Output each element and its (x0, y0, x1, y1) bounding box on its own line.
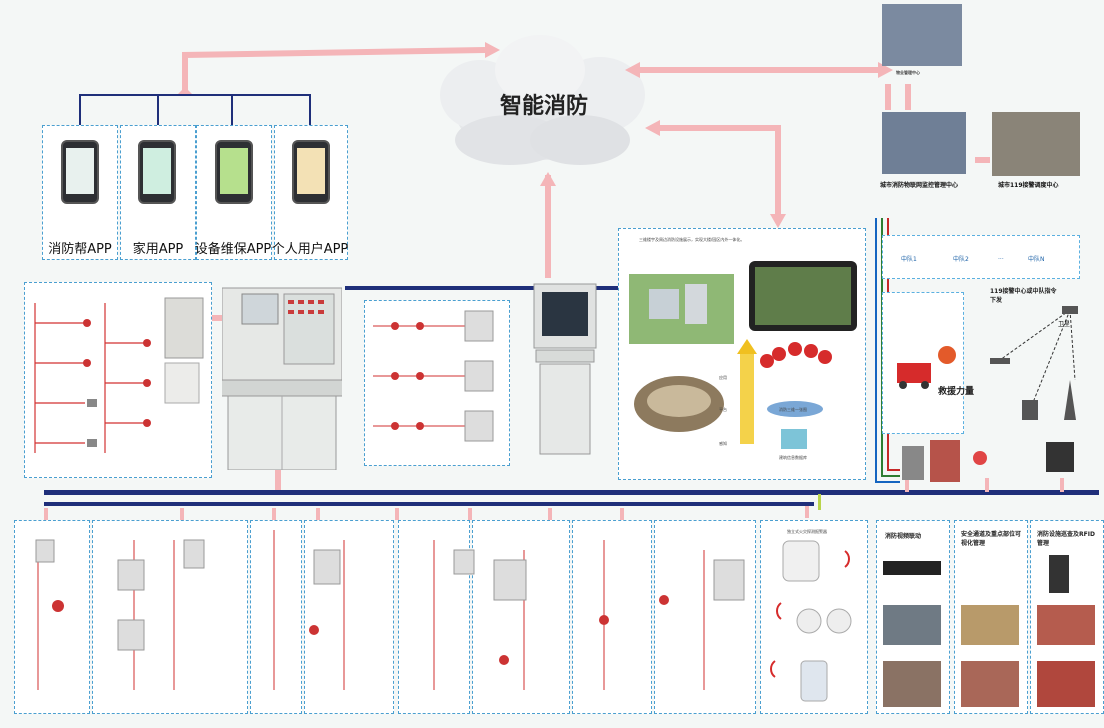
drone-network: 卫星 (990, 306, 1078, 420)
top-bus (345, 286, 865, 290)
bim-db: 建筑信息数据库 (779, 455, 807, 460)
app-label-1: 消防帮APP (48, 242, 112, 257)
squad-2: 中队2 (953, 256, 969, 263)
satellite-label: 卫星 (1058, 321, 1070, 328)
bim-level-platform: 平台 (719, 407, 727, 412)
monitor-terminal (532, 280, 598, 456)
subsystem-2 (92, 520, 248, 714)
phone-2 (138, 140, 176, 204)
phone-4 (292, 140, 330, 204)
power-box (1046, 442, 1074, 472)
rfid-box: 消防设施巡查及RFID管理 (1030, 520, 1104, 714)
video-box: 消防视频联动 (876, 520, 950, 714)
pink-arrows (182, 47, 990, 492)
squad-n: 中队N (1028, 256, 1045, 263)
squads-box: 中队1 中队2 ... 中队N (882, 235, 1080, 279)
rescue-box (882, 292, 964, 434)
app-bracket (79, 94, 311, 125)
alarm-system-box (24, 282, 212, 478)
linkage-box (364, 300, 510, 466)
video-label: 消防视频联动 (885, 533, 922, 540)
green-arrow (818, 494, 821, 510)
arrowheads (177, 42, 893, 228)
subsystem-7 (572, 520, 652, 714)
app-label-4: 个人用户APP (271, 242, 349, 257)
subsystem-6 (472, 520, 570, 714)
squad-1: 中队1 (901, 256, 917, 263)
city-dispatch-label: 城市119接警调度中心 (998, 182, 1059, 189)
iot-center-photo (882, 112, 966, 174)
wireless-box: 独立式火灾探测报警器 (760, 520, 868, 714)
dispatch-center-photo (992, 112, 1080, 176)
cloud (440, 35, 645, 165)
bim-box: 三维楼宇及周边消防设施展示，实现大楼/园区内外一体化。 应用 平台 感知 消防三… (618, 228, 866, 480)
sub-arrows (44, 478, 1064, 520)
iot-center-label: 城市消防物联网监控管理中心 (880, 182, 959, 189)
bim-desc: 三维楼宇及周边消防设施展示，实现大楼/园区内外一体化。 (639, 237, 745, 242)
control-cabinet (213, 286, 351, 471)
subsystem-8 (654, 520, 756, 714)
phone-1 (61, 140, 99, 204)
field-devices (902, 440, 987, 482)
bim-level-app: 应用 (719, 375, 727, 380)
rfid-label: 消防设施巡查及RFID管理 (1037, 531, 1095, 547)
app-label-3: 设备维保APP (194, 242, 272, 257)
subsystem-devices (35, 530, 745, 690)
property-center-photo (882, 4, 962, 66)
lower-bus (44, 502, 814, 506)
phone-3 (215, 140, 253, 204)
squad-dots: ... (998, 254, 1004, 261)
wireless-title: 独立式火灾探测报警器 (787, 529, 827, 534)
rescue-label: 救援力量 (938, 387, 975, 397)
app-label-2: 家用APP (132, 242, 184, 257)
squad-command-label: 119接警中心或中队指令下发 (990, 288, 1057, 304)
safety-box: 安全通道及重点部位可视化管理 (954, 520, 1028, 714)
alarm-wiring (34, 297, 204, 453)
subsystem-3 (250, 520, 302, 714)
cloud-title: 智能消防 (500, 94, 589, 119)
main-bus (44, 490, 1099, 495)
safety-label: 安全通道及重点部位可视化管理 (961, 531, 1022, 547)
property-center-label: 物业管理中心 (896, 70, 920, 75)
bim-level-sense: 感知 (719, 441, 727, 446)
bim-core: 消防三维一张图 (779, 407, 807, 412)
